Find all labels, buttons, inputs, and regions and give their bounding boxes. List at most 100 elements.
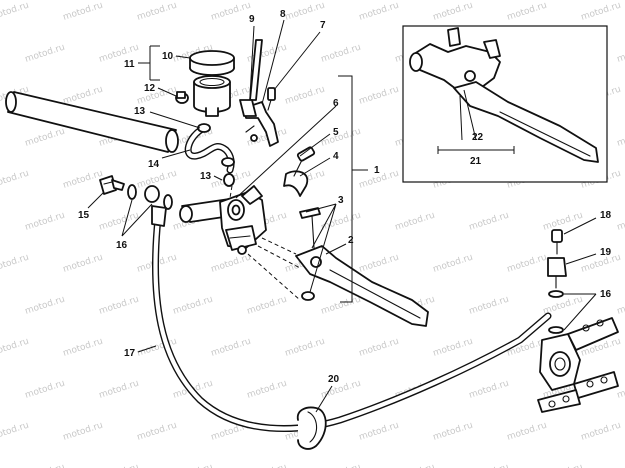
- callout-16-lower: 16: [600, 289, 612, 300]
- callout-10: 10: [162, 51, 174, 62]
- callout-3: 3: [338, 195, 344, 206]
- hose-guide-clip: [296, 406, 327, 450]
- watermark-text: motod.ru: [24, 127, 66, 149]
- watermark-text: motod.ru: [24, 379, 66, 401]
- callout-11: 11: [124, 59, 135, 70]
- watermark-text: motod.ru: [98, 211, 140, 233]
- watermark-text: motod.ru: [468, 211, 510, 233]
- watermark-text: motod.ru: [358, 1, 400, 23]
- watermark-text: motod.ru: [432, 421, 474, 443]
- callout-15: 15: [78, 210, 90, 221]
- bleed-valve: [551, 229, 563, 255]
- watermark-text: motod.ru: [98, 295, 140, 317]
- watermark-text: motod.ru: [506, 1, 548, 23]
- watermark-text: motod.ru: [616, 379, 625, 401]
- watermark-text: motod.ru: [284, 337, 326, 359]
- watermark-text: motod.ru: [0, 169, 30, 191]
- watermark-text: motod.ru: [358, 421, 400, 443]
- banjo-bolt-lower: [547, 257, 567, 289]
- watermark-text: motod.ru: [0, 337, 30, 359]
- hose-clamp-upper: [175, 91, 189, 104]
- watermark-text: motod.ru: [24, 211, 66, 233]
- watermark-text: motod.ru: [616, 463, 625, 468]
- master-cylinder-body: [179, 185, 267, 255]
- clutch-hydraulic-hose: [151, 205, 552, 432]
- sealing-washers-upper: [127, 184, 173, 210]
- watermark-text: motod.ru: [246, 463, 288, 468]
- watermark-text: motod.ru: [616, 211, 625, 233]
- watermark-text: motod.ru: [358, 85, 400, 107]
- watermark-text: motod.ru: [358, 253, 400, 275]
- watermark-text: motod.ru: [468, 463, 510, 468]
- reservoir-bracket: [239, 39, 279, 147]
- callout-14: 14: [148, 159, 160, 170]
- watermark-text: motod.ru: [210, 253, 252, 275]
- watermark-text: motod.ru: [506, 253, 548, 275]
- watermark-text: motod.ru: [320, 43, 362, 65]
- watermark-text: motod.ru: [580, 1, 622, 23]
- watermark-text: motod.ru: [542, 463, 584, 468]
- watermark-text: motod.ru: [320, 463, 362, 468]
- watermark-text: motod.ru: [394, 463, 436, 468]
- watermark-text: motod.ru: [136, 85, 178, 107]
- watermark-text: motod.ru: [358, 337, 400, 359]
- watermark-text: motod.ru: [62, 421, 104, 443]
- watermark-text: motod.ru: [62, 85, 104, 107]
- watermark-text: motod.ru: [172, 463, 214, 468]
- watermark-text: motod.ru: [320, 127, 362, 149]
- callout-20: 20: [328, 374, 340, 385]
- callout-18: 18: [600, 210, 612, 221]
- watermark-text: motod.ru: [616, 127, 625, 149]
- inset-assembly-view: [402, 25, 608, 183]
- watermark-text: motod.ru: [468, 379, 510, 401]
- watermark-text: motod.ru: [616, 295, 625, 317]
- callout-7: 7: [320, 20, 326, 31]
- watermark-text: motod.ru: [0, 421, 30, 443]
- lever-pivot-bolt: [299, 207, 321, 301]
- callout-12: 12: [144, 83, 156, 94]
- watermark-text: motod.ru: [284, 85, 326, 107]
- leader-lines: [87, 19, 597, 413]
- callout-4: 4: [333, 151, 339, 162]
- watermark-text: motod.ru: [320, 295, 362, 317]
- callout-2: 2: [348, 235, 354, 246]
- watermark-text: motod.ru: [98, 379, 140, 401]
- bracket-screw: [267, 87, 276, 111]
- watermark-text: motod.ru: [210, 337, 252, 359]
- reservoir-cap: [189, 50, 235, 76]
- watermark-text: motod.ru: [616, 43, 625, 65]
- callout-21: 21: [470, 156, 482, 167]
- watermark-text: motod.ru: [432, 253, 474, 275]
- callout-numbers: 1 2 3 4 5 6 7 8 9 10 11 12 13 13 14 15 1…: [78, 9, 612, 385]
- callout-1: 1: [374, 165, 380, 176]
- handlebar-clamp-half: [283, 146, 316, 197]
- clutch-lever: [295, 245, 429, 327]
- callout-13-lower: 13: [200, 171, 212, 182]
- fluid-reservoir: [193, 75, 231, 117]
- callout-8: 8: [280, 9, 286, 20]
- watermark-text: motod.ru: [98, 463, 140, 468]
- watermark-text: motod.ru: [62, 253, 104, 275]
- watermark-text: motod.ru: [432, 337, 474, 359]
- watermark-text: motod.ru: [542, 211, 584, 233]
- watermark-text: motod.ru: [172, 295, 214, 317]
- watermark-text: motod.ru: [432, 1, 474, 23]
- watermark-text: motod.ru: [320, 379, 362, 401]
- watermark-text: motod.ru: [468, 295, 510, 317]
- watermark-text: motod.ru: [506, 421, 548, 443]
- watermark-text: motod.ru: [394, 211, 436, 233]
- handlebar-tube: [5, 91, 179, 153]
- watermark-text: motod.ru: [24, 43, 66, 65]
- watermark-text: motod.ru: [62, 337, 104, 359]
- reservoir-feed-hose: [184, 123, 235, 187]
- watermark-text: motod.ru: [62, 1, 104, 23]
- banjo-bolt-upper: [99, 175, 125, 195]
- watermark-text: motod.ru: [246, 295, 288, 317]
- sealing-washers-lower: [548, 290, 564, 334]
- callout-16-upper: 16: [116, 240, 128, 251]
- watermark-text: motod.ru: [246, 379, 288, 401]
- callout-9: 9: [249, 14, 255, 25]
- watermark-text: motod.ru: [24, 295, 66, 317]
- callout-22: 22: [472, 132, 484, 143]
